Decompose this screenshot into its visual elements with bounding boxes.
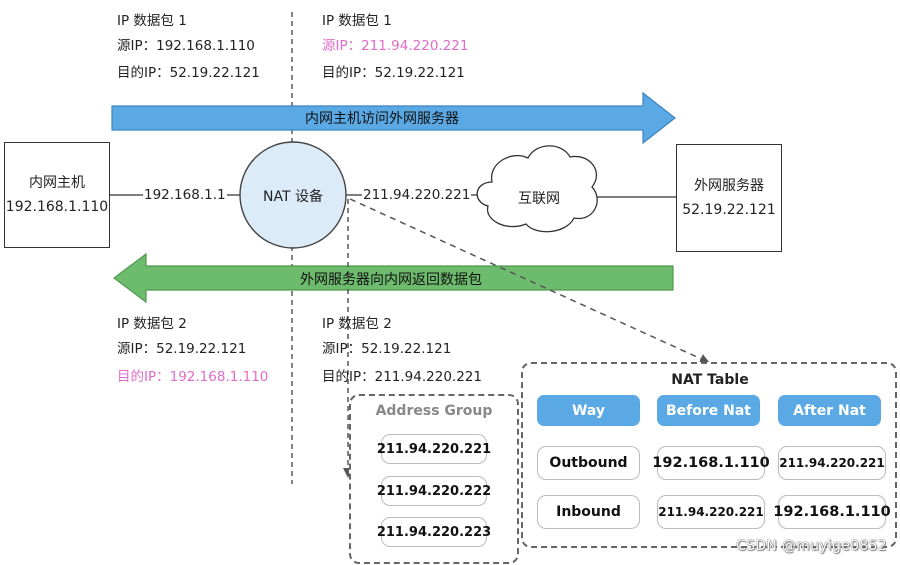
outbound-flow-arrow: [111, 91, 676, 145]
nat-public-ip-label: 211.94.220.221: [362, 187, 472, 203]
csdn-watermark: CSDN @muyige0852: [736, 538, 887, 554]
nat-table-cell-way: Outbound: [537, 446, 640, 480]
packet2-public-title: IP 数据包 2: [322, 316, 392, 332]
nat-table-header-way: Way: [537, 395, 640, 426]
packet1-public-title: IP 数据包 1: [322, 13, 392, 29]
nat-table-title: NAT Table: [671, 372, 749, 388]
address-group-title: Address Group: [375, 403, 493, 419]
address-group-item: 211.94.220.222: [377, 476, 491, 506]
internet-cloud-shape: [476, 145, 598, 233]
external-server-ip: 52.19.22.121: [682, 202, 776, 218]
packet1-public-dst: 目的IP：52.19.22.121: [322, 65, 465, 81]
packet1-private-title: IP 数据包 1: [117, 13, 187, 29]
internet-label: 互联网: [518, 191, 560, 207]
packet2-private-title: IP 数据包 2: [117, 316, 187, 332]
nat-table-cell-before: 211.94.220.221: [657, 495, 765, 529]
nat-table-cell-before: 192.168.1.110: [652, 446, 770, 480]
nat-table-cell-after: 192.168.1.110: [773, 495, 891, 529]
nat-table-cell-after: 211.94.220.221: [778, 446, 886, 480]
packet1-private-src: 源IP：192.168.1.110: [117, 38, 255, 54]
nat-private-ip-label: 192.168.1.1: [143, 187, 227, 203]
address-group-item: 211.94.220.221: [377, 434, 491, 464]
internal-host-ip: 192.168.1.110: [5, 199, 109, 215]
packet2-private-src: 源IP：52.19.22.121: [117, 341, 247, 357]
internal-host-box: 内网主机 192.168.1.110: [4, 142, 110, 248]
nat-device-circle: [239, 141, 347, 249]
nat-table-header-before: Before Nat: [657, 395, 760, 426]
inbound-arrow-label: 外网服务器向内网返回数据包: [300, 272, 482, 288]
inbound-flow-arrow: [113, 252, 674, 304]
nat-table-cell-way: Inbound: [537, 495, 640, 529]
nat-table-header-after: After Nat: [778, 395, 881, 426]
packet1-public-src: 源IP：211.94.220.221: [322, 38, 469, 54]
packet1-private-dst: 目的IP：52.19.22.121: [117, 65, 260, 81]
external-server-name: 外网服务器: [694, 178, 764, 194]
outbound-arrow-label: 内网主机访问外网服务器: [305, 111, 459, 127]
external-server-box: 外网服务器 52.19.22.121: [676, 144, 782, 252]
packet2-public-src: 源IP：52.19.22.121: [322, 341, 452, 357]
packet2-public-dst: 目的IP：211.94.220.221: [322, 369, 482, 385]
address-group-item: 211.94.220.223: [377, 517, 491, 547]
packet2-private-dst: 目的IP：192.168.1.110: [117, 369, 269, 385]
nat-device-label: NAT 设备: [263, 189, 323, 205]
internal-host-name: 内网主机: [29, 175, 85, 191]
